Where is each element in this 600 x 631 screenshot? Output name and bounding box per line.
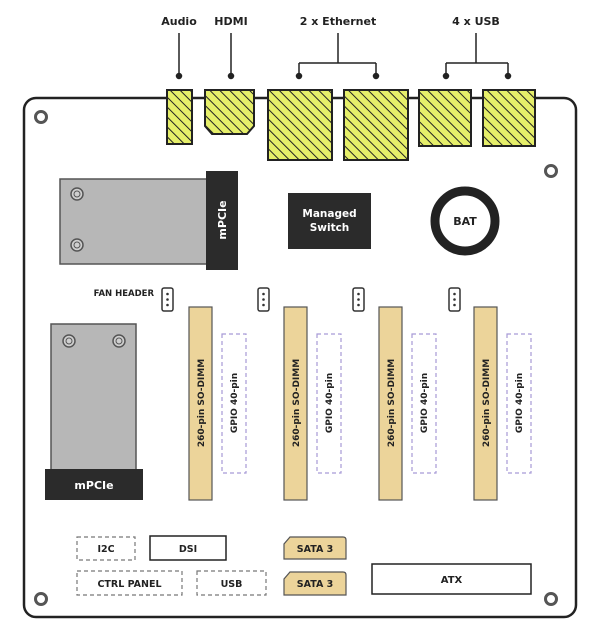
mpcie-top-label: mPCIe <box>216 200 229 239</box>
mounting-hole-bottom-left <box>34 592 48 606</box>
screw-icon <box>112 334 126 348</box>
sodimm-label: 260-pin SO-DIMM <box>482 359 492 447</box>
audio-label: Audio <box>161 15 197 28</box>
screw-icon <box>70 238 84 252</box>
audio-connector <box>166 89 193 145</box>
usb-label: 4 x USB <box>452 15 500 28</box>
mpcie-module-bottom <box>50 323 137 473</box>
sodimm-label: 260-pin SO-DIMM <box>197 359 207 447</box>
mpcie-module-top <box>59 178 211 265</box>
switch-label-line1: Managed <box>302 208 356 220</box>
sata-connector-2 <box>283 571 347 596</box>
sodimm-slot-3: 260-pin SO-DIMM <box>378 306 403 501</box>
usb-port-1 <box>418 89 472 147</box>
sodimm-label: 260-pin SO-DIMM <box>292 359 302 447</box>
ethernet-port-1 <box>267 89 333 161</box>
gpio-label: GPIO 40-pin <box>515 373 525 433</box>
ctrl-panel-label: CTRL PANEL <box>97 579 161 590</box>
mounting-hole-top-right <box>544 164 558 178</box>
battery-label: BAT <box>453 215 477 228</box>
mpcie-slot-top <box>206 171 238 270</box>
ctrl-panel-header: CTRL PANEL <box>76 570 183 596</box>
gpio-header-4: GPIO 40-pin <box>506 333 532 474</box>
sodimm-slot-2: 260-pin SO-DIMM <box>283 306 308 501</box>
mounting-hole-bottom-right <box>544 592 558 606</box>
usb-header: USB <box>196 570 267 596</box>
ethernet-port-2 <box>343 89 409 161</box>
sata-connector-1 <box>283 536 347 560</box>
battery-holder <box>430 186 500 256</box>
gpio-header-3: GPIO 40-pin <box>411 333 437 474</box>
mounting-hole-top-left <box>34 110 48 124</box>
hdmi-connector <box>204 89 255 135</box>
ethernet-label: 2 x Ethernet <box>300 15 376 28</box>
gpio-header-1: GPIO 40-pin <box>221 333 247 474</box>
sodimm-label: 260-pin SO-DIMM <box>387 359 397 447</box>
gpio-header-2: GPIO 40-pin <box>316 333 342 474</box>
sodimm-slot-4: 260-pin SO-DIMM <box>473 306 498 501</box>
gpio-label: GPIO 40-pin <box>420 373 430 433</box>
sodimm-slot-1: 260-pin SO-DIMM <box>188 306 213 501</box>
callout-lines <box>175 33 512 80</box>
mpcie-slot-bottom <box>45 469 143 500</box>
usb-header-label: USB <box>221 579 243 590</box>
switch-label-line2: Switch <box>310 222 350 234</box>
atx-label: ATX <box>441 575 463 586</box>
sata-label-1: SATA 3 <box>297 544 333 555</box>
sata-label-2: SATA 3 <box>297 579 333 590</box>
atx-connector: ATX <box>371 563 532 595</box>
usb-port-2 <box>482 89 536 147</box>
screw-icon <box>70 187 84 201</box>
mpcie-bottom-label: mPCIe <box>74 479 113 492</box>
managed-switch <box>288 193 371 249</box>
gpio-label: GPIO 40-pin <box>230 373 240 433</box>
mounting-holes <box>34 110 558 606</box>
gpio-label: GPIO 40-pin <box>325 373 335 433</box>
fan-header-label: FAN HEADER <box>94 289 155 299</box>
hdmi-label: HDMI <box>214 15 247 28</box>
dsi-label: DSI <box>179 544 197 555</box>
screw-icon <box>62 334 76 348</box>
i2c-label: I2C <box>97 544 114 555</box>
dsi-connector: DSI <box>149 535 227 561</box>
i2c-header: I2C <box>76 536 136 561</box>
